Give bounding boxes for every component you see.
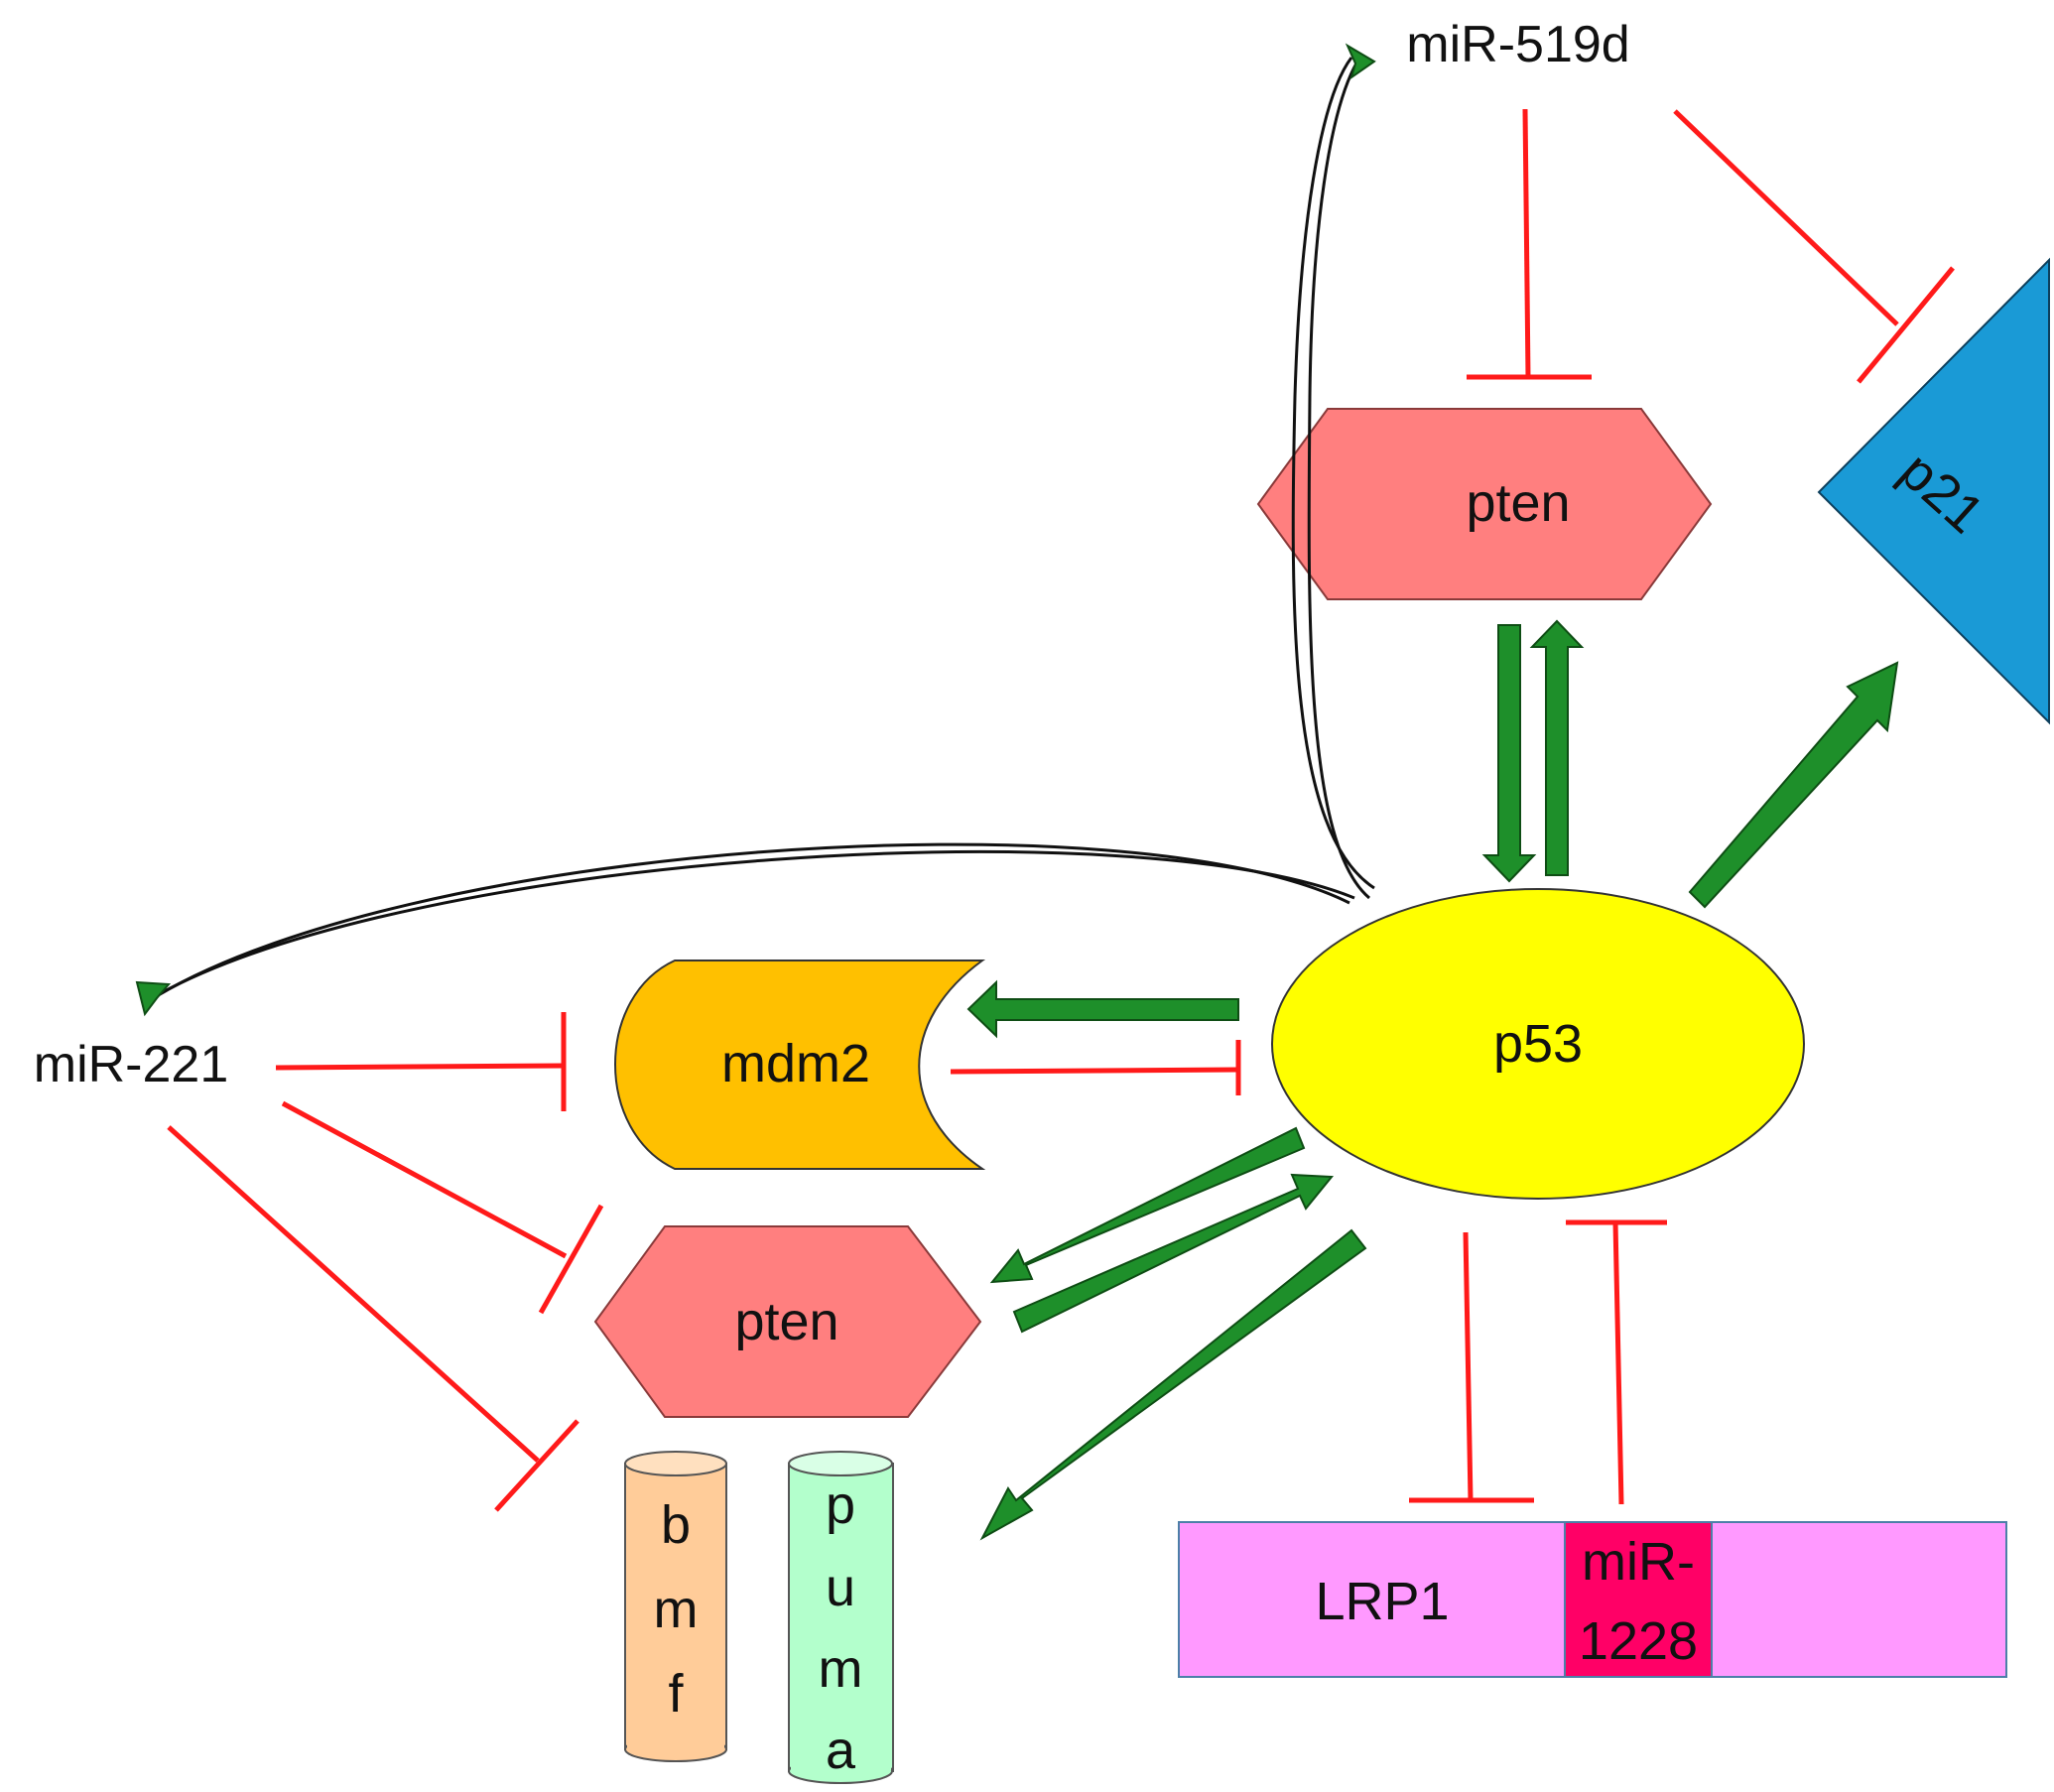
- bmf-label-f: f: [668, 1664, 684, 1724]
- pten-bottom-node: [593, 1225, 982, 1418]
- activation-edges: [135, 43, 1899, 1541]
- p53-label: p53: [1493, 1014, 1583, 1074]
- activate-p53-mir221-curve-inner: [158, 850, 1355, 996]
- puma-label-a: a: [826, 1721, 856, 1780]
- mdm2-label: mdm2: [721, 1034, 870, 1093]
- activate-p53-mir519d-head: [1345, 43, 1376, 80]
- activate-p53-mir519d-curve-inner: [1307, 61, 1370, 900]
- p53-node: [1271, 888, 1805, 1200]
- puma-label-p: p: [826, 1475, 855, 1535]
- activate-p53-mdm2-arrow: [966, 979, 1239, 1039]
- mir1228-label-line2: 1228: [1579, 1611, 1698, 1671]
- mir519d-label: miR-519d: [1406, 16, 1629, 73]
- activate-p53-pten-arrow: [1529, 619, 1585, 876]
- p21-node: [1817, 257, 2050, 725]
- pten-top-node: [1256, 408, 1713, 600]
- inhibition-edges: [167, 108, 1955, 1512]
- activate-p53-mir221-head: [135, 980, 172, 1017]
- puma-label-m: m: [819, 1639, 863, 1699]
- activate-ptenbottom-p53-arrow: [1012, 1173, 1335, 1334]
- puma-node: [788, 1451, 894, 1784]
- inhibit-mir519d-p21-bar: [1857, 266, 1955, 384]
- mir221-label: miR-221: [34, 1036, 229, 1093]
- activate-p53-bmfpuma-arrow: [979, 1228, 1367, 1541]
- pten-top-label: pten: [1466, 473, 1570, 533]
- bmf-label-m: m: [654, 1580, 699, 1639]
- inhibit-mir221-bmfpuma-line: [167, 1125, 540, 1463]
- inhibit-mir519d-p21-line: [1673, 109, 1899, 326]
- inhibit-mdm2-p53-line: [950, 1067, 1239, 1075]
- inhibit-mir1228-p53-line: [1612, 1221, 1624, 1505]
- mir1228-label-line1: miR-: [1582, 1532, 1695, 1592]
- lrp1-label: LRP1: [1315, 1572, 1449, 1631]
- puma-label-u: u: [826, 1558, 855, 1617]
- bmf-node: [624, 1451, 727, 1762]
- mdm2-node: [614, 960, 986, 1170]
- inhibit-mir221-mdm2-line: [275, 1063, 565, 1071]
- activate-p53-p21-arrow: [1688, 661, 1899, 909]
- activate-p53-ptenbottom-arrow: [989, 1126, 1306, 1284]
- activate-p53-mir519d-curve: [1291, 57, 1375, 890]
- inhibit-mir221-pten-line: [281, 1100, 568, 1259]
- inhibit-mir519d-pten-line: [1522, 108, 1531, 378]
- inhibit-mir221-bmfpuma-bar: [494, 1419, 579, 1512]
- mir1228-node: [1564, 1521, 1713, 1678]
- pten-bottom-label: pten: [734, 1292, 838, 1351]
- activate-pten-p53-arrow: [1481, 624, 1537, 883]
- inhibit-p53-lrp1-line: [1463, 1231, 1474, 1501]
- bmf-label-b: b: [661, 1495, 691, 1555]
- inhibit-mir221-pten-bar: [538, 1204, 604, 1315]
